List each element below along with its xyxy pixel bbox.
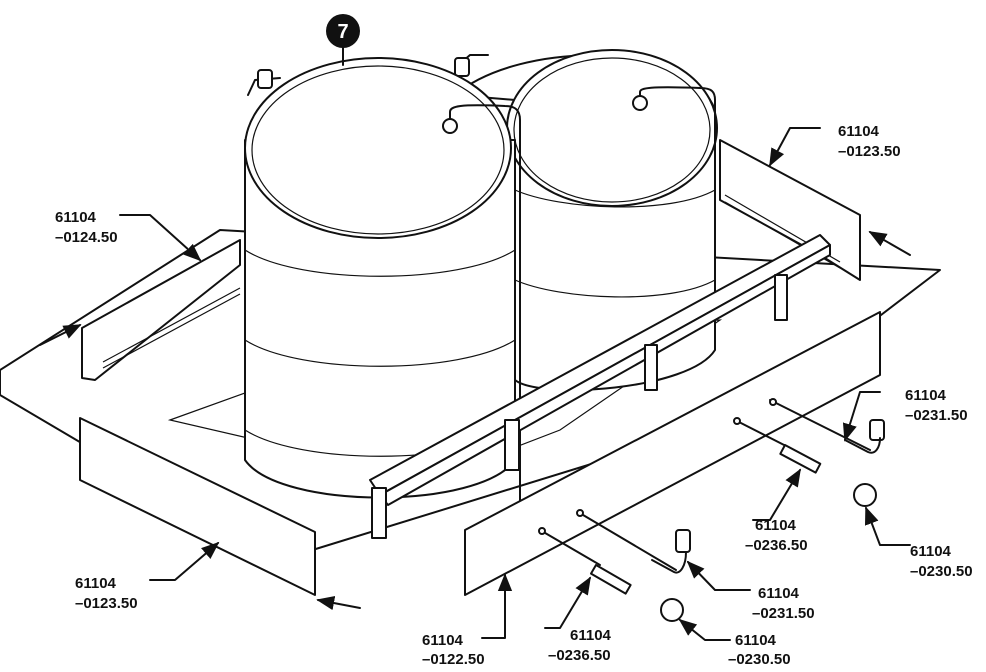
label-line1: 61104: [838, 123, 880, 140]
label-line1: 61104: [910, 543, 952, 560]
label-line2: –0230.50: [728, 651, 791, 667]
label-line1: 61104: [735, 632, 777, 649]
leader-lines: [39, 127, 911, 641]
side-panel-front-left: [79, 417, 316, 596]
label-line2: –0231.50: [905, 407, 968, 424]
label-line2: –0230.50: [910, 563, 973, 580]
label-line2: –0124.50: [55, 229, 118, 246]
side-panel-left: [81, 239, 241, 381]
tank-front: [244, 57, 521, 531]
label-line1: 61104: [55, 209, 97, 226]
tie-bar: [369, 234, 831, 539]
callout-number: 7: [337, 21, 348, 43]
label-line2: –0123.50: [838, 143, 901, 160]
label-line1: 61104: [75, 575, 117, 592]
pipe-assembly-bottom: [538, 509, 691, 622]
label-line1: 61104: [422, 632, 464, 649]
label-line2: –0122.50: [422, 651, 485, 667]
part-labels: 61104 –0124.50 61104 –0123.50 61104 –023…: [55, 123, 973, 668]
label-line1: 61104: [570, 627, 612, 644]
label-line2: –0236.50: [548, 647, 611, 664]
label-line2: –0231.50: [752, 605, 815, 622]
callout-7: 7: [326, 14, 360, 66]
label-line2: –0236.50: [745, 537, 808, 554]
label-line1: 61104: [905, 387, 947, 404]
label-line2: –0123.50: [75, 595, 138, 612]
side-panel-front-right: [464, 311, 881, 596]
pipe-assembly-right: [733, 398, 885, 507]
label-line1: 61104: [758, 585, 800, 602]
label-line1: 61104: [755, 517, 797, 534]
